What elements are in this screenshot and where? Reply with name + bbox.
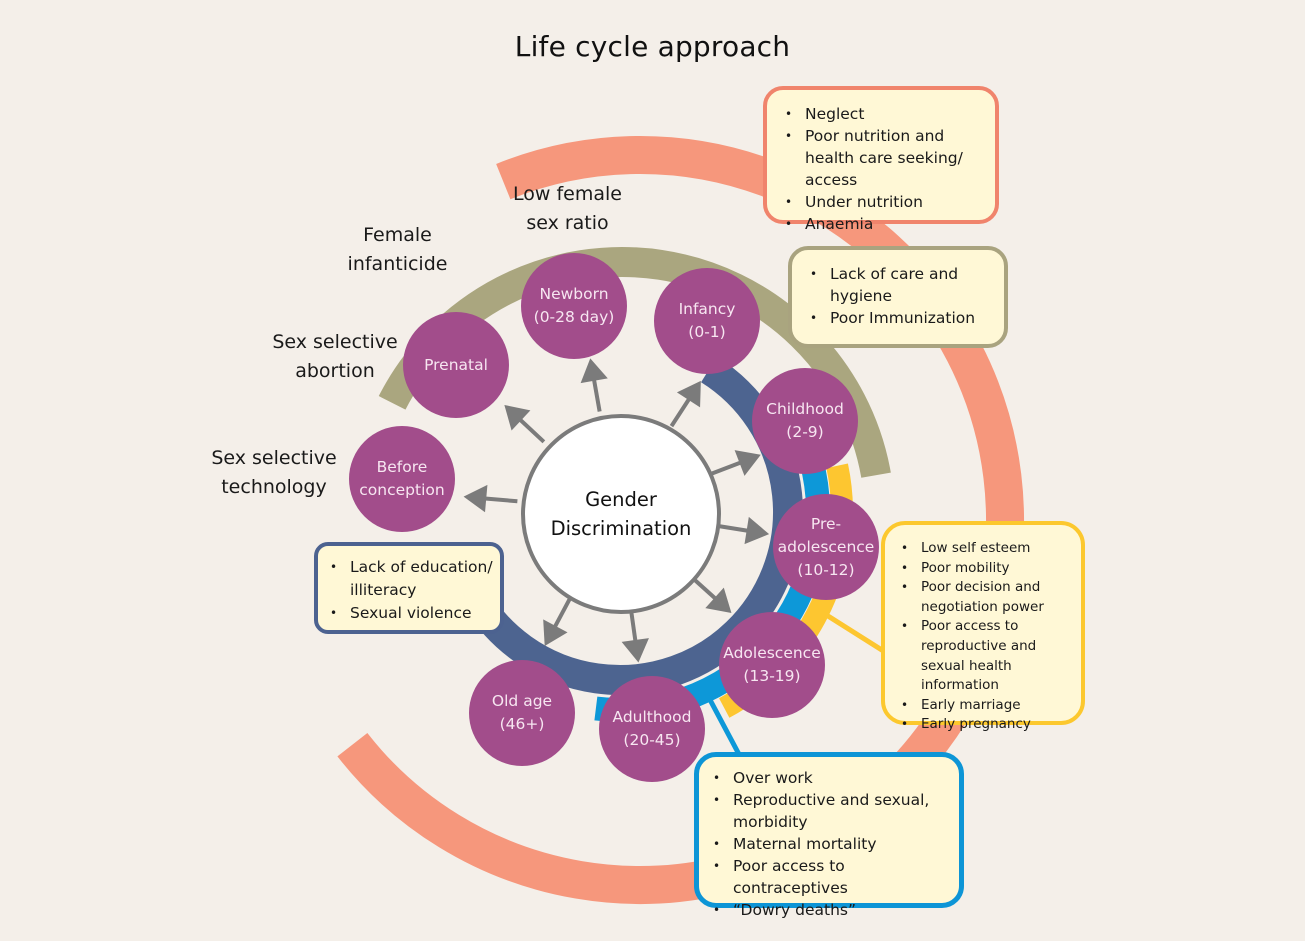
yellow-connector-line [826,613,887,655]
stage-adolescence: Adolescence (13-19) [719,612,825,718]
callout-item: “Dowry deaths” [709,899,951,921]
callout-item: Neglect [781,103,987,125]
arrow-head-icon [705,587,732,614]
callout-item: Poor Immunization [806,307,996,329]
callout-item: Poor mobility [897,559,1075,579]
stage-infancy: Infancy (0-1) [654,268,760,374]
arrow-shaft [709,460,743,477]
stage-before-conception: Before conception [349,426,455,532]
arrow-head-icon [676,380,701,408]
callout-item: Early marriage [897,696,1075,716]
callout-adulthood-risks: Over work Reproductive and sexual, morbi… [694,752,964,921]
arrow-shaft [552,597,572,630]
label-sex-selective-abortion: Sex selective abortion [272,331,398,382]
arrow-shaft [591,377,602,412]
callout-item: Over work [709,767,951,789]
arrow-shaft [517,417,546,444]
arrow-head-icon [734,450,761,476]
arrow-shaft [689,575,718,602]
arrow-shaft [715,523,750,533]
arrow-head-icon [504,404,531,431]
stage-prenatal: Prenatal [403,312,509,418]
arrow-shaft [669,396,692,428]
callout-item: Lack of care and hygiene [806,263,996,307]
arrows-group [463,358,770,663]
callout-item: Lack of education/ illiteracy [326,556,494,602]
stage-adulthood: Adulthood (20-45) [599,676,705,782]
arrow-head-icon [463,484,488,513]
label-female-infanticide: Female infanticide [347,224,448,275]
arrow-head-icon [580,358,608,384]
callout-item: Reproductive and sexual, morbidity [709,789,951,833]
callout-adolescence-risks: Low self esteem Poor mobility Poor decis… [881,521,1085,735]
callout-infancy-risks: Neglect Poor nutrition and health care s… [763,86,999,235]
stage-pre-adolescence: Pre- adolescence (10-12) [773,494,879,600]
callout-item: Anaemia [781,213,987,235]
arrow-head-icon [543,619,568,646]
callout-item: Early pregnancy [897,715,1075,735]
callout-item: Poor nutrition and health care seeking/ … [781,125,987,191]
arrow-head-icon [621,638,649,663]
callout-item: Under nutrition [781,191,987,213]
callout-item: Low self esteem [897,539,1075,559]
callout-item: Maternal mortality [709,833,951,855]
stage-newborn: Newborn (0-28 day) [521,253,627,359]
callout-item: Poor decision and negotiation power [897,578,1075,617]
callout-item: Poor access to contraceptives [709,855,951,899]
callout-item: Sexual violence [326,602,494,625]
label-sex-selective-technology: Sex selective technology [211,447,337,498]
diagram-title: Life cycle approach [514,30,791,63]
arrow-shaft [628,608,638,643]
stage-old-age: Old age (46+) [469,660,575,766]
blue-connector-line [705,694,745,762]
stage-childhood: Childhood (2-9) [752,368,858,474]
label-low-female-sex-ratio: Low female sex ratio [513,183,622,234]
gender-discrimination-circle: Gender Discrimination [521,414,721,614]
callout-lifelong-risks: Lack of education/ illiteracy Sexual vio… [314,542,504,634]
arrow-head-icon [744,516,770,545]
callout-newborn-risks: Lack of care and hygiene Poor Immunizati… [788,246,1008,348]
arrow-shaft [483,496,518,504]
callout-item: Poor access to reproductive and sexual h… [897,617,1075,695]
